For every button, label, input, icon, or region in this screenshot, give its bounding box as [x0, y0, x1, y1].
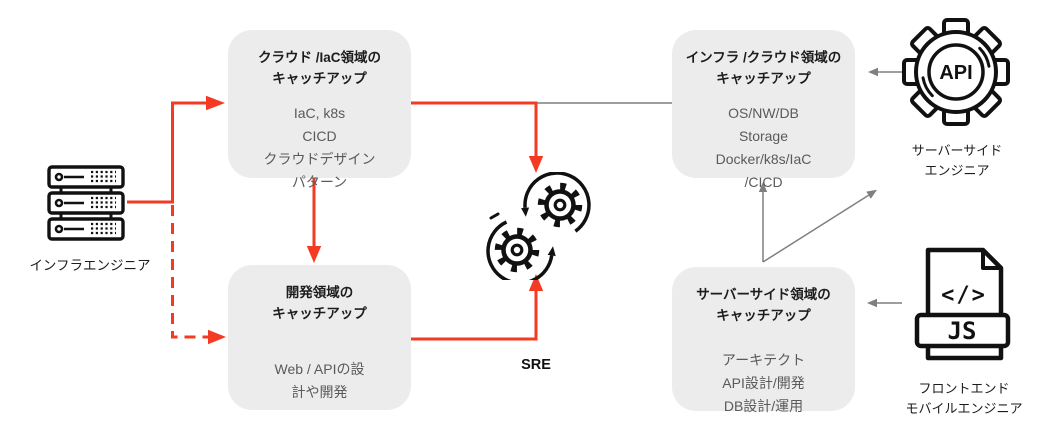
serverside-engineer-label: サーバーサイド エンジニア — [898, 141, 1016, 181]
red-connectors — [127, 101, 538, 341]
api-gear-icon: API — [902, 18, 1010, 126]
code-icon-text: </> — [941, 283, 987, 308]
label-line: フロントエンド — [918, 381, 1010, 396]
title-line: キャッチアップ — [716, 308, 811, 323]
label-line: サーバーサイド — [911, 143, 1003, 158]
frontend-engineer-label: フロントエンド モバイルエンジニア — [890, 379, 1038, 419]
arrow-devbox-to-sre — [411, 291, 538, 341]
box-title: サーバーサイド領域の キャッチアップ — [672, 284, 855, 326]
box-title: 開発領域の キャッチアップ — [228, 282, 411, 324]
arrow-infra-to-cloudbox — [127, 101, 207, 204]
title-line: キャッチアップ — [716, 71, 811, 86]
arrow-cloudbox-to-sre — [411, 101, 538, 157]
js-file-icon: </> JS — [914, 247, 1011, 361]
infra-engineer-label: インフラエンジニア — [29, 258, 151, 273]
box-body: IaC, k8s CICD クラウドデザイン パターン — [228, 102, 411, 194]
title-line: キャッチアップ — [272, 306, 367, 321]
server-icon — [47, 165, 125, 241]
body-line: Docker/k8s/IaC — [715, 151, 812, 167]
body-line: /CICD — [744, 174, 783, 190]
gray-arrowheads — [758, 67, 878, 308]
title-line: サーバーサイド領域の — [696, 287, 831, 302]
serverside-catchup-box: サーバーサイド領域の キャッチアップ アーキテクト API設計/開発 DB設計/… — [672, 267, 855, 414]
sre-gears-icon — [486, 172, 591, 280]
body-line: 計や開発 — [291, 384, 348, 400]
box-body: Web / APIの設 計や開発 — [228, 358, 411, 404]
body-line: パターン — [291, 174, 348, 190]
body-line: Storage — [738, 128, 789, 144]
dev-catchup-box: 開発領域の キャッチアップ Web / APIの設 計や開発 — [228, 265, 411, 410]
body-line: アーキテクト — [721, 352, 806, 368]
box-title: インフラ /クラウド領域の キャッチアップ — [672, 47, 855, 89]
sre-label: SRE — [521, 357, 551, 373]
gray-connectors — [537, 71, 903, 304]
js-badge-text: JS — [948, 317, 977, 345]
box-body: アーキテクト API設計/開発 DB設計/運用 — [672, 349, 855, 418]
red-arrowheads — [206, 95, 544, 345]
label-line: エンジニア — [924, 163, 990, 178]
api-icon-text: API — [939, 62, 972, 84]
body-line: OS/NW/DB — [728, 105, 799, 121]
box-title: クラウド /IaC領域の キャッチアップ — [228, 47, 411, 89]
body-line: IaC, k8s — [293, 105, 346, 121]
body-line: CICD — [302, 128, 337, 144]
arrow-infra-to-devbox-dashed — [171, 205, 209, 339]
label-line: モバイルエンジニア — [905, 401, 1023, 416]
arrow-serversidebox-to-serverside-engineer — [762, 194, 870, 263]
infra-cloud-catchup-box: インフラ /クラウド領域の キャッチアップ OS/NW/DB Storage D… — [672, 30, 855, 190]
body-line: クラウドデザイン — [263, 151, 376, 167]
box-body: OS/NW/DB Storage Docker/k8s/IaC /CICD — [672, 102, 855, 194]
title-line: 開発領域の — [285, 285, 354, 300]
title-line: インフラ /クラウド領域の — [685, 50, 842, 65]
cloud-iac-catchup-box: クラウド /IaC領域の キャッチアップ IaC, k8s CICD クラウドデ… — [228, 30, 411, 190]
body-line: API設計/開発 — [722, 375, 805, 391]
title-line: キャッチアップ — [272, 71, 367, 86]
body-line: DB設計/運用 — [723, 398, 804, 414]
title-line: クラウド /IaC領域の — [257, 50, 381, 65]
body-line: Web / APIの設 — [274, 361, 365, 377]
